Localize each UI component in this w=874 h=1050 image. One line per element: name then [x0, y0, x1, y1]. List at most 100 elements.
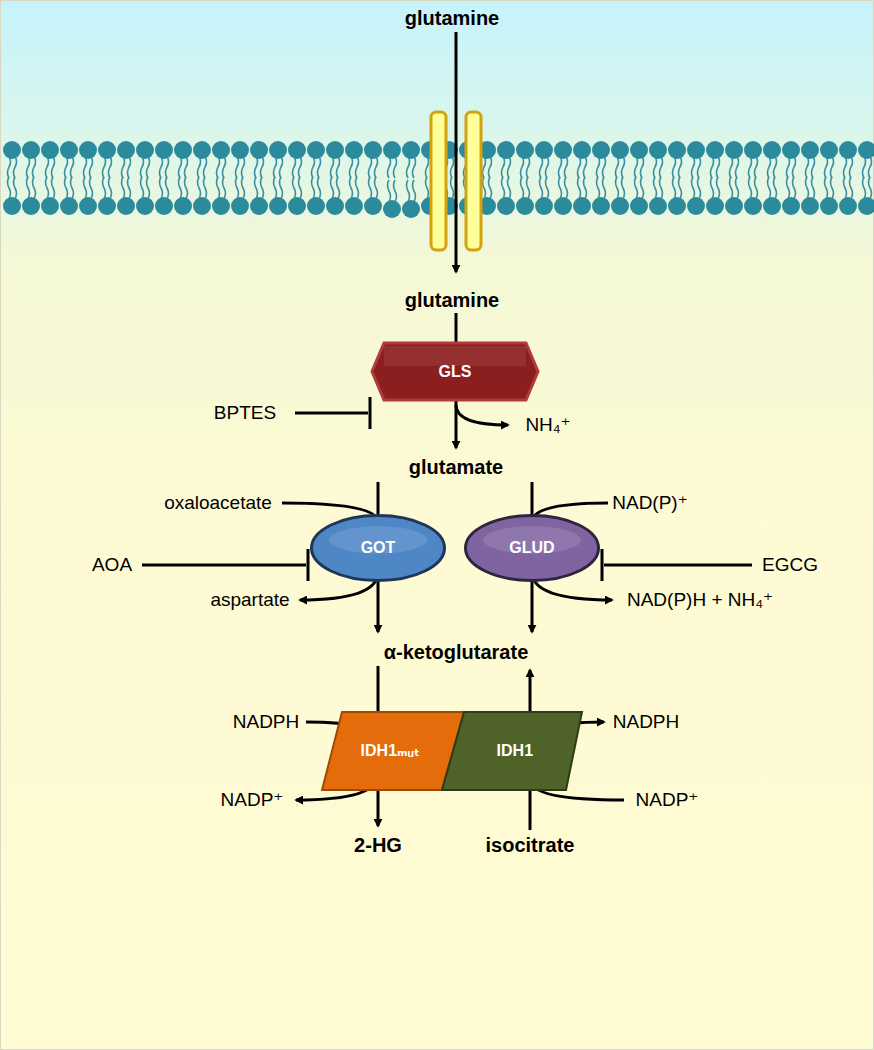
lipid-tail [337, 156, 340, 178]
lipid-tail [350, 156, 353, 178]
lipid-tail [673, 156, 676, 178]
metabolite-label: NAD(P)H + NH₄⁺ [627, 590, 773, 611]
lipid-tail [46, 177, 49, 199]
lipid-head [3, 141, 21, 159]
lipid-tail [546, 156, 549, 178]
lipid-tail [679, 177, 682, 199]
lipid-head [611, 141, 629, 159]
metabolite-label: NADP⁺ [221, 790, 284, 811]
lipid-tail [160, 177, 163, 199]
metabolite-label: NADP⁺ [636, 790, 699, 811]
lipid-head [516, 197, 534, 215]
lipid-tail [71, 177, 74, 199]
lipid-head [136, 141, 154, 159]
enzyme-ellipse: GOT [310, 514, 446, 582]
metabolite-label: glutamine [405, 7, 499, 29]
lipid-tail [331, 156, 334, 178]
lipid-tail [160, 156, 163, 178]
lipid-tail [198, 156, 201, 178]
lipid-tail [850, 177, 853, 199]
lipid-tail [768, 177, 771, 199]
enzyme-name: GLUD [509, 539, 554, 557]
lipid-tail [565, 156, 568, 178]
lipid-tail [844, 177, 847, 199]
lipid-tail [578, 177, 581, 199]
lipid-head [60, 197, 78, 215]
metabolite-label: glutamate [409, 456, 503, 478]
lipid-tail [280, 177, 283, 199]
lipid-tail [768, 156, 771, 178]
lipid-head [326, 197, 344, 215]
lipid-tail [90, 156, 93, 178]
lipid-tail [318, 177, 321, 199]
lipid-head [364, 197, 382, 215]
lipid-tail [622, 156, 625, 178]
lipid-tail [850, 156, 853, 178]
lipid-tail [730, 156, 733, 178]
lipid-tail [654, 177, 657, 199]
lipid-tail [109, 177, 112, 199]
lipid-tail [603, 156, 606, 178]
lipid-tail [90, 177, 93, 199]
lipid-tail [217, 177, 220, 199]
lipid-head [79, 141, 97, 159]
lipid-tail [559, 177, 562, 199]
lipid-tail [14, 156, 17, 178]
lipid-tail [261, 177, 264, 199]
lipid-tail [8, 177, 11, 199]
lipid-tail [616, 177, 619, 199]
lipid-tail [698, 177, 701, 199]
lipid-tail [673, 177, 676, 199]
lipid-tail [521, 177, 524, 199]
lipid-tail [147, 177, 150, 199]
lipid-head [497, 141, 515, 159]
lipid-tail [388, 180, 391, 202]
lipid-tail [141, 156, 144, 178]
lipid-head [649, 197, 667, 215]
lipid-head [763, 141, 781, 159]
lipid-tail [128, 177, 131, 199]
lipid-head [535, 141, 553, 159]
lipid-tail [787, 156, 790, 178]
enzyme-name: IDH1ₘᵤₜ [361, 742, 420, 760]
ellipse-shape [466, 516, 599, 581]
lipid-tail [717, 177, 720, 199]
lipid-head [649, 141, 667, 159]
lipid-tail [299, 177, 302, 199]
side-product-arrow [456, 405, 508, 425]
lipid-head [326, 141, 344, 159]
lipid-tail [616, 156, 619, 178]
lipid-tail [578, 156, 581, 178]
lipid-tail [584, 156, 587, 178]
lipid-head [41, 141, 59, 159]
lipid-head [706, 141, 724, 159]
lipid-tail [14, 177, 17, 199]
lipid-head [193, 141, 211, 159]
lipid-head [212, 141, 230, 159]
lipid-tail [375, 177, 378, 199]
lipid-tail [255, 177, 258, 199]
lipid-tail [451, 177, 454, 199]
lipid-tail [844, 156, 847, 178]
lipid-head [60, 141, 78, 159]
lipid-head [668, 141, 686, 159]
lipid-head [630, 197, 648, 215]
lipid-tail [749, 156, 752, 178]
lipid-tail [825, 177, 828, 199]
lipid-head [79, 197, 97, 215]
lipid-head [611, 197, 629, 215]
lipid-tail [122, 156, 125, 178]
lipid-tail [337, 177, 340, 199]
lipid-tail [711, 156, 714, 178]
lipid-tail [825, 156, 828, 178]
lipid-tail [350, 177, 353, 199]
metabolite-label: NADPH [613, 712, 680, 733]
lipid-tail [185, 156, 188, 178]
lipid-head [231, 197, 249, 215]
lipid-tail [679, 156, 682, 178]
lipid-head [307, 197, 325, 215]
lipid-head [269, 141, 287, 159]
lipid-tail [179, 177, 182, 199]
lipid-head [573, 141, 591, 159]
lipid-tail [141, 177, 144, 199]
